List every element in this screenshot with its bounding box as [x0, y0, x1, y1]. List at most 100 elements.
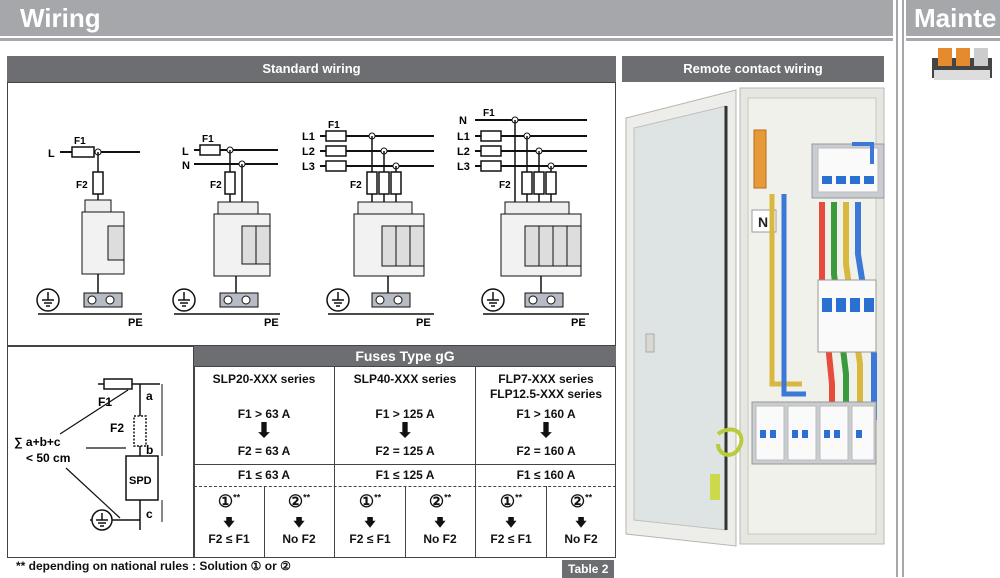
enclosure-illustration: N [625, 87, 885, 547]
wiring-diagram-three-phase: F1 L1 L2 L3 F2 PE [302, 120, 434, 329]
solution-2-text: No F2 [282, 532, 316, 546]
solution-2-circle: ② [569, 492, 586, 511]
line-label: L2 [457, 146, 470, 158]
small-arrow-icon: 🡇 [505, 517, 517, 529]
line-label: L2 [302, 146, 315, 158]
footnote-mark: ** [515, 492, 523, 503]
footnote-mark: ** [444, 492, 452, 503]
pe-label: PE [571, 317, 586, 329]
f1-label: F1 [202, 134, 214, 145]
standard-wiring-title: Standard wiring [7, 56, 616, 82]
line-label: N [182, 160, 190, 172]
wiring-diagram-three-phase-neutral: F1 N L1 L2 L3 F2 PE [457, 108, 589, 329]
maintenance-thumbnail [932, 48, 992, 80]
line-label: L1 [457, 131, 470, 143]
pe-label: PE [264, 317, 279, 329]
f2-label: F2 [499, 180, 511, 191]
page-title: Wiring [20, 3, 101, 33]
line-label: L [48, 148, 55, 160]
f1-condition: F1 > 125 A [375, 407, 435, 421]
solution-2-circle: ② [287, 492, 304, 511]
next-section-title: Mainte [914, 3, 997, 33]
f1-condition-low: F1 ≤ 160 A [516, 468, 576, 482]
solution-1-number: ①** [476, 492, 546, 512]
f2-result: F2 = 160 A [516, 444, 576, 458]
small-arrow-icon: 🡇 [575, 517, 587, 529]
neutral-label: N [758, 214, 768, 230]
pe-label: PE [416, 317, 431, 329]
f1-condition: F1 > 160 A [516, 407, 576, 421]
line-label: L3 [457, 161, 470, 173]
wiring-diagram-single-phase: L F1 F2 PE [36, 136, 143, 329]
small-arrow-icon: 🡇 [223, 517, 235, 529]
solution-2-text: No F2 [423, 532, 457, 546]
header-rule [0, 38, 893, 41]
f1-condition-low: F1 ≤ 63 A [237, 468, 291, 482]
f1-label: F1 [98, 395, 112, 409]
solution-1-text: F2 ≤ F1 [490, 532, 532, 546]
line-label: N [459, 115, 467, 127]
spd-distance-diagram: F1 F2 SPD a b c ∑ a+b+c < 50 cm [14, 378, 163, 531]
small-arrow-icon: 🡇 [293, 517, 305, 529]
footnote-mark: ** [374, 492, 382, 503]
solution-1-circle: ① [217, 492, 234, 511]
f1-condition: F1 > 63 A [237, 407, 291, 421]
column-separator [334, 366, 335, 558]
next-section-header: Mainte [906, 0, 1000, 36]
f2-result: F2 = 125 A [375, 444, 435, 458]
f2-label: F2 [110, 421, 124, 435]
solution-2-number: ②** [405, 492, 475, 512]
segment-b-label: b [146, 443, 153, 457]
f1-label: F1 [74, 136, 86, 147]
series-label: SLP40-XXX series [353, 372, 457, 386]
column-separator [475, 366, 476, 558]
line-label: L [182, 146, 189, 158]
footnote-mark: ** [233, 492, 241, 503]
solution-1-number: ①** [335, 492, 405, 512]
line-label: L1 [302, 131, 315, 143]
small-arrow-icon: 🡇 [364, 517, 376, 529]
f2-label: F2 [76, 180, 88, 191]
solution-2-text: No F2 [564, 532, 598, 546]
spd-label: SPD [129, 475, 152, 487]
option-separator [264, 486, 265, 558]
column-divider [902, 0, 904, 577]
solution-1-circle: ① [358, 492, 375, 511]
footnote-mark: ** [303, 492, 311, 503]
footnote-mark: ** [585, 492, 593, 503]
option-separator [546, 486, 547, 558]
small-arrow-icon: 🡇 [434, 517, 446, 529]
f1-label: F1 [483, 108, 495, 119]
fuses-table-title: Fuses Type gG [194, 346, 616, 366]
pe-label: PE [128, 317, 143, 329]
arrow-down-icon: ⬇ [396, 420, 414, 442]
solution-2-number: ②** [546, 492, 616, 512]
segment-a-label: a [146, 389, 153, 403]
f2-result: F2 = 63 A [237, 444, 291, 458]
sum-label: ∑ a+b+c [14, 435, 61, 449]
fuses-title-text: Fuses Type gG [355, 348, 455, 364]
solution-1-circle: ① [499, 492, 516, 511]
series-label-2: FLP12.5-XXX series [489, 387, 603, 401]
f1-label: F1 [328, 120, 340, 131]
solution-2-number: ②** [264, 492, 334, 512]
f2-label: F2 [210, 180, 222, 191]
column-divider [896, 0, 898, 577]
series-label: SLP20-XXX series [212, 372, 316, 386]
line-label: L3 [302, 161, 315, 173]
f1-condition-low: F1 ≤ 125 A [375, 468, 435, 482]
series-label: FLP7-XXX series [498, 372, 594, 386]
segment-c-label: c [146, 507, 153, 521]
limit-label: < 50 cm [26, 451, 70, 465]
solution-1-text: F2 ≤ F1 [349, 532, 391, 546]
row-separator [194, 464, 616, 465]
remote-wiring-title-text: Remote contact wiring [683, 61, 823, 76]
header-rule [906, 38, 1000, 41]
remote-wiring-title: Remote contact wiring [622, 56, 884, 82]
standard-wiring-title-text: Standard wiring [262, 61, 361, 76]
footnote: ** depending on national rules : Solutio… [16, 559, 291, 573]
option-separator [405, 486, 406, 558]
solution-1-text: F2 ≤ F1 [208, 532, 250, 546]
f2-label: F2 [350, 180, 362, 191]
arrow-down-icon: ⬇ [255, 420, 273, 442]
